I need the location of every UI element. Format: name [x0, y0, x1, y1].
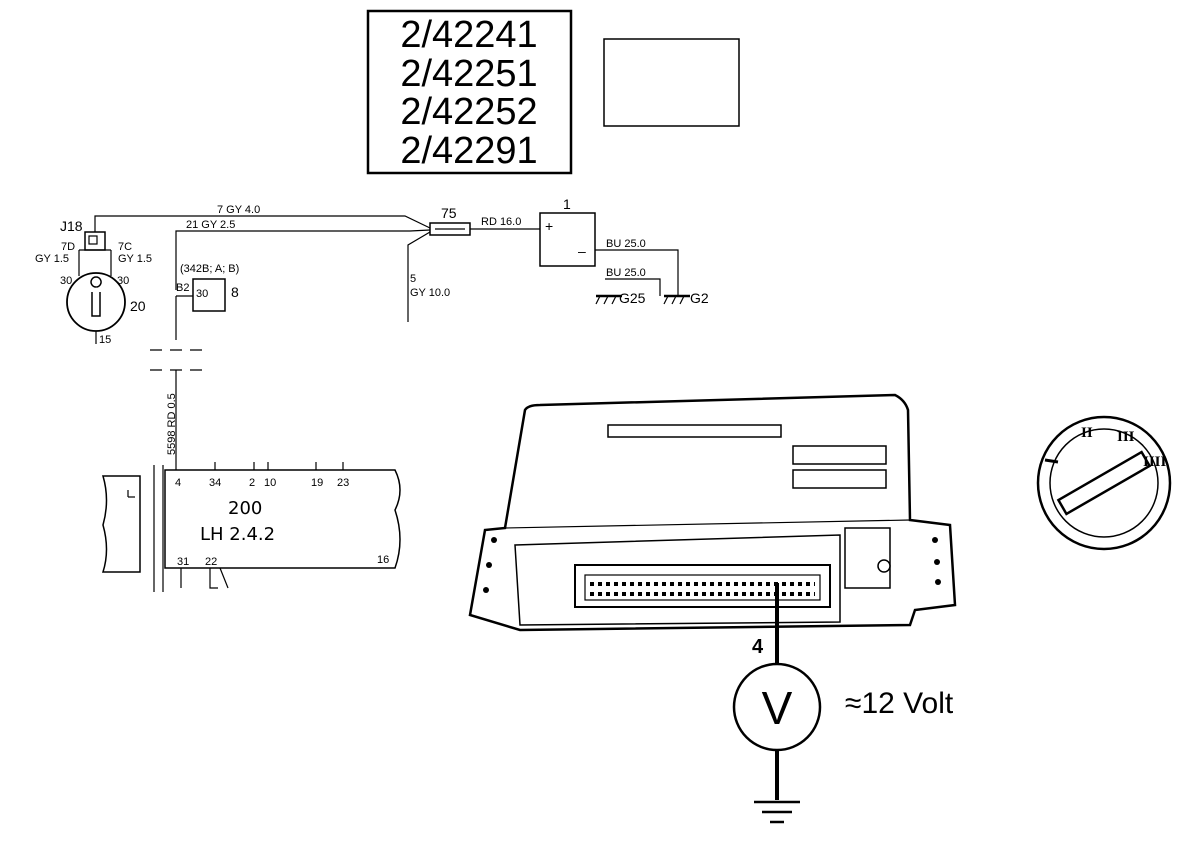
- ecu-pin-bottom: 16: [377, 554, 389, 566]
- ecu-pin-bottom: 22: [205, 556, 217, 568]
- battery-minus: –: [578, 243, 586, 259]
- fuse-75: 75: [429, 205, 471, 236]
- wire-label-7: 7 GY 4.0: [217, 204, 260, 216]
- ecu-pin-top: 2: [249, 477, 255, 489]
- ecu-pin-top: 23: [337, 477, 349, 489]
- fuse-label: 75: [441, 205, 457, 221]
- ground-g2: G2: [663, 290, 709, 306]
- vertical-wire-label: 5598 RD 0.5: [166, 393, 178, 455]
- ecu-name: LH 2.4.2: [200, 524, 275, 545]
- voltmeter-symbol: V: [762, 682, 793, 734]
- ecu-pin-top: 19: [311, 477, 323, 489]
- empty-label-box: [603, 38, 740, 127]
- wire-label-5-spec: GY 10.0: [410, 287, 450, 299]
- ground-g25: G25: [595, 290, 646, 306]
- part-number-3: 2/42252: [400, 91, 537, 133]
- voltage-reading: ≈12 Volt: [845, 687, 954, 720]
- gy15-left: GY 1.5: [35, 253, 69, 265]
- wire-label-5: 5: [410, 273, 416, 285]
- ground-icon: [754, 800, 800, 824]
- battery: 1 + –: [539, 196, 596, 267]
- ground-g25-label: G25: [619, 290, 646, 306]
- gy15-right: GY 1.5: [118, 253, 152, 265]
- key-position-2: II: [1081, 425, 1093, 441]
- relay-ref: (342B; A; B): [180, 263, 239, 275]
- pin-15: 15: [99, 334, 111, 346]
- wire-label-bu2: BU 25.0: [606, 267, 646, 279]
- pin-30-right: 30: [117, 275, 129, 287]
- key-position-dial: II III IIII: [1036, 415, 1172, 551]
- ecu-pin-top: 10: [264, 477, 276, 489]
- ground-g2-label: G2: [690, 290, 709, 306]
- probe-pin-label: 4: [752, 636, 764, 658]
- j18-7c: 7C: [118, 241, 132, 253]
- wire-label-rd: RD 16.0: [481, 216, 521, 228]
- key-position-3: III: [1117, 429, 1135, 445]
- ecu-pin-bottom: 31: [177, 556, 189, 568]
- part-number-2: 2/42251: [400, 53, 537, 95]
- relay-pin-b2: B2: [176, 282, 189, 294]
- ecu-pin-top: 34: [209, 477, 221, 489]
- battery-label: 1: [563, 196, 571, 212]
- wire-label-bu1: BU 25.0: [606, 238, 646, 250]
- relay-8: (342B; A; B) 30 B2 8: [175, 263, 239, 340]
- wire-label-21: 21 GY 2.5: [186, 219, 235, 231]
- pin-30-left: 30: [60, 275, 72, 287]
- part-number-box: 2/42241 2/42251 2/42252 2/42291: [366, 9, 573, 175]
- battery-plus: +: [545, 218, 553, 234]
- measurement: 4 V ≈12 Volt: [732, 583, 954, 824]
- ignition-switch-20: J18 7D 7C GY 1.5 GY 1.5 30 30 15 20: [35, 218, 152, 346]
- part-number-4: 2/42291: [400, 130, 537, 172]
- ecu-number: 200: [228, 498, 262, 519]
- wiring-top: 7 GY 4.0 21 GY 2.5 5 GY 10.0 RD 16.0 BU …: [94, 204, 679, 322]
- key-position-4: IIII: [1143, 454, 1167, 470]
- part-number-1: 2/42241: [400, 14, 537, 56]
- relay-pin-30: 30: [196, 288, 208, 300]
- j18-7d: 7D: [61, 241, 75, 253]
- j18-label: J18: [60, 218, 83, 234]
- ecu-pin-top: 4: [175, 477, 181, 489]
- ecu-200-block: 200 LH 2.4.2 4 34 2 10 19 23 31 22 16: [101, 462, 401, 592]
- connector-break: 5598 RD 0.5: [150, 349, 205, 470]
- switch-label: 20: [130, 298, 146, 314]
- relay-label: 8: [231, 284, 239, 300]
